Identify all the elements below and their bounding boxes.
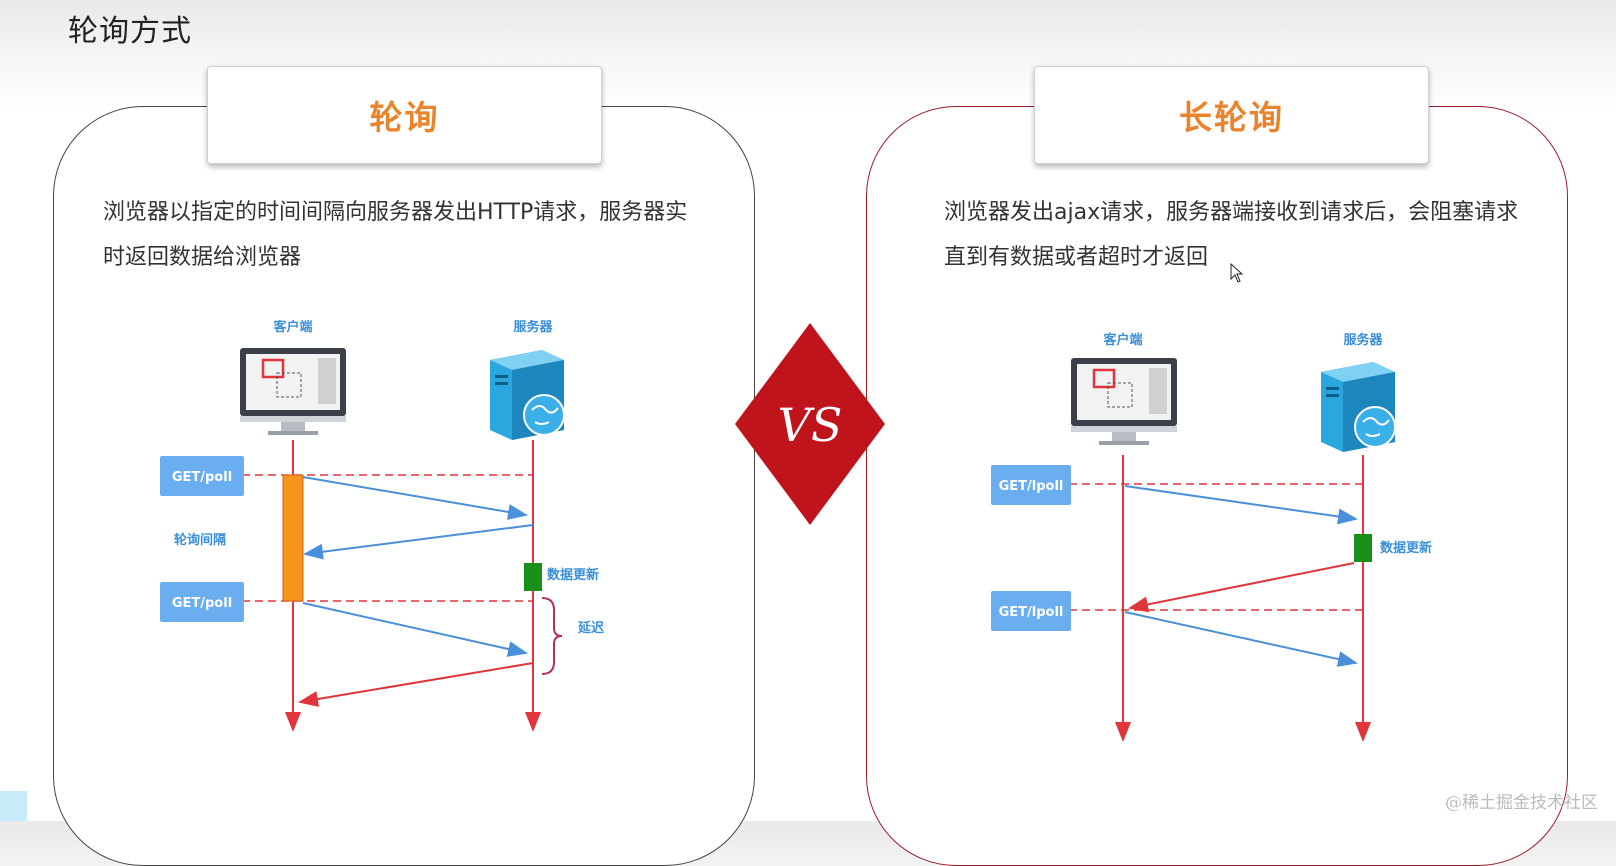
watermark: @稀土掘金技术社区: [1445, 793, 1598, 813]
data-update-label: 数据更新: [1380, 540, 1432, 556]
data-update-marker: [1354, 534, 1372, 562]
client-monitor-icon: [1071, 358, 1177, 445]
client-label: 客户端: [1103, 332, 1142, 348]
get-lpoll-label-1: GET/lpoll: [999, 479, 1064, 494]
long-polling-panel: [866, 106, 1568, 866]
long-polling-description: 浏览器发出ajax请求，服务器端接收到请求后，会阻塞请求直到有数据或者超时才返回: [944, 200, 1519, 270]
server-icon: [1321, 362, 1396, 452]
vs-badge: VS: [735, 323, 885, 525]
page-title: 轮询方式: [68, 14, 192, 49]
get-poll-label-2: GET/poll: [172, 596, 232, 611]
long-polling-title-tab: 长轮询: [1034, 66, 1429, 164]
client-label: 客户端: [273, 320, 312, 335]
server-icon: [490, 350, 565, 440]
get-poll-box-2: [160, 582, 244, 622]
vs-text: VS: [778, 398, 843, 452]
get-lpoll-box-1: [991, 465, 1071, 505]
get-lpoll-box-2: [991, 591, 1071, 631]
client-monitor-icon: [240, 348, 346, 435]
server-label: 服务器: [513, 320, 553, 335]
delay-label: 延迟: [577, 620, 604, 636]
long-polling-sequence-diagram: 客户端 服务器 GET/lpoll GET/lpoll 数据更新: [991, 332, 1432, 742]
mouse-cursor-icon: [1230, 263, 1244, 283]
server-label: 服务器: [1343, 332, 1383, 348]
delay-brace: [541, 597, 563, 675]
polling-sequence-diagram: 客户端 服务器 GET/poll GET/poll 轮询间隔 数据更新: [160, 320, 604, 732]
data-update-marker: [524, 563, 542, 591]
corner-block: [0, 791, 27, 821]
polling-description: 浏览器以指定的时间间隔向服务器发出HTTP请求，服务器实时返回数据给浏览器: [103, 200, 688, 270]
get-lpoll-label-2: GET/lpoll: [999, 605, 1064, 620]
get-poll-box-1: [160, 456, 244, 496]
interval-bar: [282, 474, 304, 602]
get-poll-label-1: GET/poll: [172, 470, 232, 485]
interval-label: 轮询间隔: [174, 532, 226, 548]
data-update-label: 数据更新: [547, 567, 599, 583]
polling-title-tab: 轮询: [207, 66, 602, 164]
